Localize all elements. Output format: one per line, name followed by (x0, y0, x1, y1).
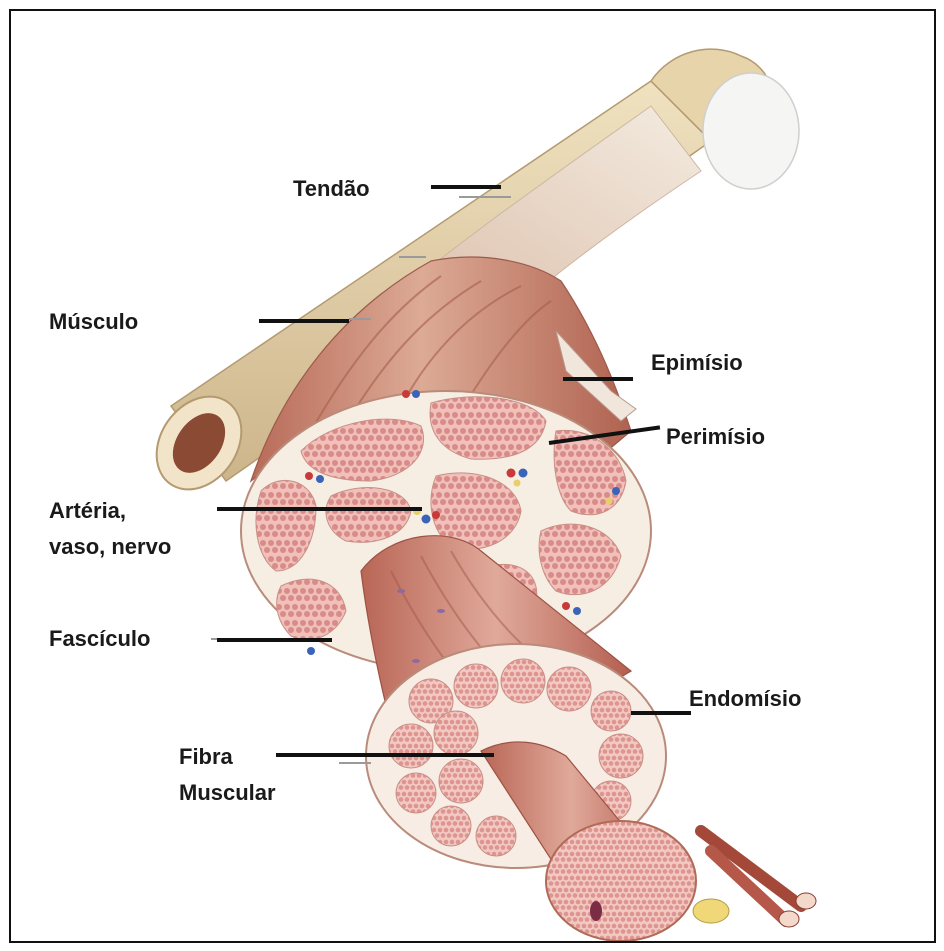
muscle-anatomy-illustration (11, 11, 936, 943)
label-musculo: Músculo (49, 307, 138, 337)
leader-line-fasciculo (217, 638, 332, 642)
label-fasciculo: Fascículo (49, 624, 150, 654)
label-fibra-line2: Muscular (179, 778, 276, 808)
label-epimisio: Epimísio (651, 348, 743, 378)
leader-line-musculo (259, 319, 349, 323)
leader-line-epimisio (563, 377, 633, 381)
leader-line-fibra (276, 753, 494, 757)
leader-line-arteria (217, 507, 422, 511)
label-endomisio: Endomísio (689, 684, 801, 714)
leader-line-endomisio (631, 711, 691, 715)
articular-cartilage (703, 73, 799, 189)
leader-line-tendao (431, 185, 501, 189)
label-fibra-line1: Fibra (179, 742, 233, 772)
diagram-frame: Tendão Músculo Epimísio Perimísio Artéri… (9, 9, 936, 943)
label-tendao: Tendão (293, 174, 370, 204)
label-perimisio: Perimísio (666, 422, 765, 452)
label-arteria-line2: vaso, nervo (49, 532, 171, 562)
label-arteria-line1: Artéria, (49, 496, 126, 526)
